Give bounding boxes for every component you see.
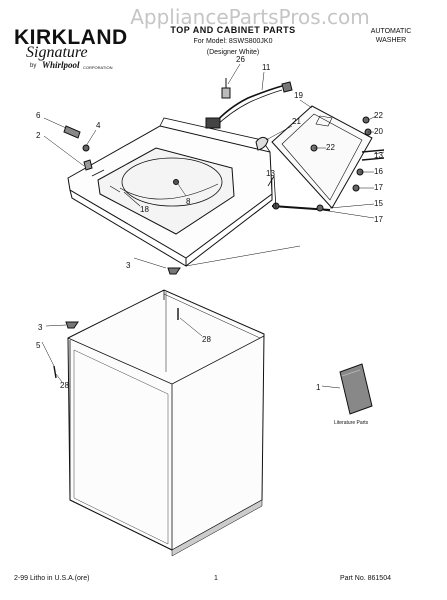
footer-page-number: 1 bbox=[214, 575, 218, 582]
callout-13-right: 13 bbox=[374, 151, 383, 160]
product-type-line2: WASHER bbox=[375, 37, 407, 44]
top-panel bbox=[67, 117, 273, 267]
by-text: by bbox=[30, 63, 37, 69]
page-title: TOP AND CABINET PARTS bbox=[170, 25, 296, 35]
callout-11: 11 bbox=[262, 63, 271, 72]
callout-26: 26 bbox=[236, 55, 245, 64]
callout-18: 18 bbox=[140, 205, 149, 214]
callout-19: 19 bbox=[294, 91, 303, 100]
watermark: AppliancePartsPros.com bbox=[130, 5, 370, 29]
callout-2: 2 bbox=[36, 131, 41, 140]
callout-5: 5 bbox=[36, 341, 41, 350]
literature-parts-label: Literature Parts bbox=[334, 420, 369, 426]
callout-20: 20 bbox=[374, 127, 383, 136]
callout-28-upper: 28 bbox=[202, 335, 211, 344]
callout-28-lower: 28 bbox=[60, 381, 69, 390]
callout-8: 8 bbox=[186, 197, 191, 206]
whirlpool-logo: Whirlpool bbox=[42, 60, 80, 70]
callout-6: 6 bbox=[36, 111, 41, 120]
callout-4: 4 bbox=[96, 121, 101, 130]
footer-part-number: Part No. 861504 bbox=[340, 575, 391, 582]
wire-harness bbox=[205, 78, 293, 129]
product-type-line1: AUTOMATIC bbox=[370, 28, 412, 35]
callout-numbers: 26 11 19 22 20 13 16 17 15 17 21 22 13 6… bbox=[36, 55, 383, 426]
callout-1: 1 bbox=[316, 383, 321, 392]
callout-22-mid: 22 bbox=[326, 143, 335, 152]
callout-17-lower: 17 bbox=[374, 215, 383, 224]
hinge-parts-left bbox=[63, 125, 93, 171]
footer-litho: 2-99 Litho in U.S.A.(ore) bbox=[14, 575, 90, 582]
callout-21: 21 bbox=[292, 117, 301, 126]
brand-logo: KIRKLAND bbox=[14, 26, 128, 49]
callout-15: 15 bbox=[374, 199, 383, 208]
callout-16: 16 bbox=[374, 167, 383, 176]
callout-22-top: 22 bbox=[374, 111, 383, 120]
callout-17-upper: 17 bbox=[374, 183, 383, 192]
model-color: (Designer White) bbox=[206, 49, 260, 56]
literature-booklet bbox=[339, 363, 373, 415]
brand-signature: Signature bbox=[26, 44, 88, 61]
whirlpool-corporation: CORPORATION bbox=[83, 65, 113, 70]
cabinet bbox=[53, 267, 265, 557]
callout-3-lower: 3 bbox=[38, 323, 43, 332]
callout-13-left: 13 bbox=[266, 169, 275, 178]
lid-bumper bbox=[255, 136, 269, 151]
callout-leaders bbox=[41, 63, 385, 389]
lid-frame bbox=[267, 105, 385, 212]
model-number: For Model: 8SWS800JK0 bbox=[193, 38, 273, 45]
callout-3-upper: 3 bbox=[126, 261, 131, 270]
